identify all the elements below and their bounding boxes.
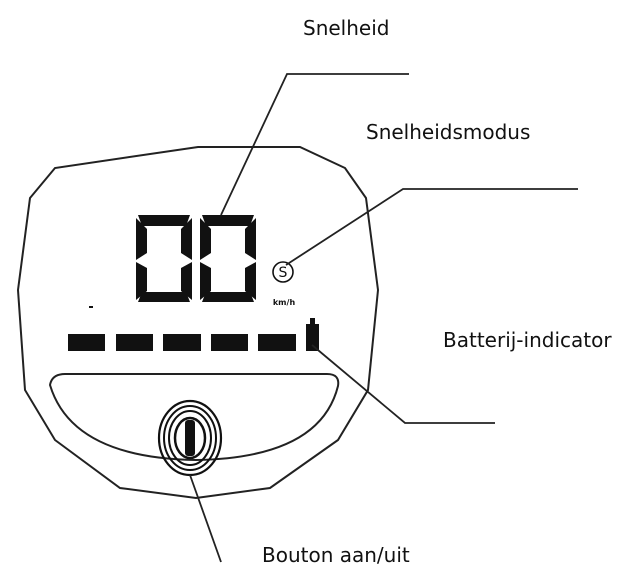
power-button[interactable] [157,399,223,477]
battery-segment [163,334,201,351]
speed-mode-indicator: S [272,261,294,283]
speed-mode-circle [272,261,294,283]
speed-mode-label: Snelheidsmodus [366,120,531,144]
battery-segment [68,334,105,351]
display-tick-mark [89,306,93,308]
leader-line-speed [220,73,409,216]
leader-line-battery [311,344,495,424]
battery-segment [258,334,296,351]
battery-segment [211,334,248,351]
speed-unit-label: km/h [273,298,296,307]
speed-digits [136,215,256,302]
battery-bars [68,334,296,351]
speed-digit-2 [200,215,256,302]
speed-label: Snelheid [303,16,390,40]
battery-segment [116,334,153,351]
speed-mode-letter: S [279,265,288,281]
leader-line-power [189,474,222,563]
display-bezel [16,146,380,500]
leader-line-speed-mode [285,188,578,266]
power-button-label: Bouton aan/uit [262,543,410,567]
button-panel [48,373,340,462]
power-button-slot [185,420,195,456]
battery-icon [306,318,319,351]
leader-lines [189,73,578,563]
battery-indicator-label: Batterij-indicator [443,328,612,352]
speed-digit-1 [136,215,192,302]
